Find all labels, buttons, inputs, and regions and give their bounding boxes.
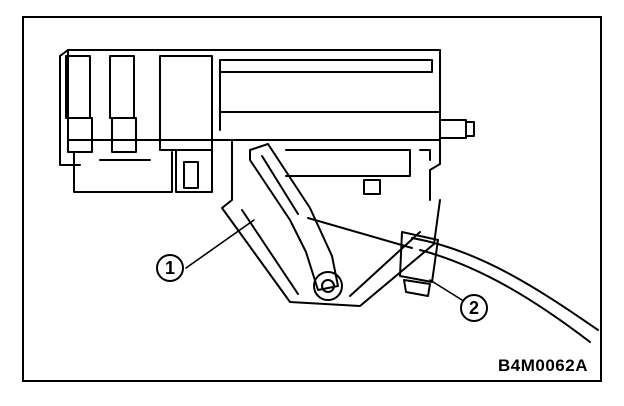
leader-lines	[185, 219, 463, 301]
figure-code: B4M0062A	[498, 356, 588, 375]
lever-arm	[249, 143, 339, 291]
figure-frame	[22, 16, 602, 382]
callout-number: 1	[165, 258, 175, 278]
callout-number: 2	[469, 298, 479, 318]
callout-2: 2	[460, 294, 488, 322]
housing-upper	[59, 49, 475, 166]
control-cable	[307, 217, 599, 343]
pivot-bolt	[313, 271, 343, 301]
connector-block-left	[65, 55, 213, 193]
callout-1: 1	[156, 254, 184, 282]
lever-bracket	[221, 139, 441, 307]
